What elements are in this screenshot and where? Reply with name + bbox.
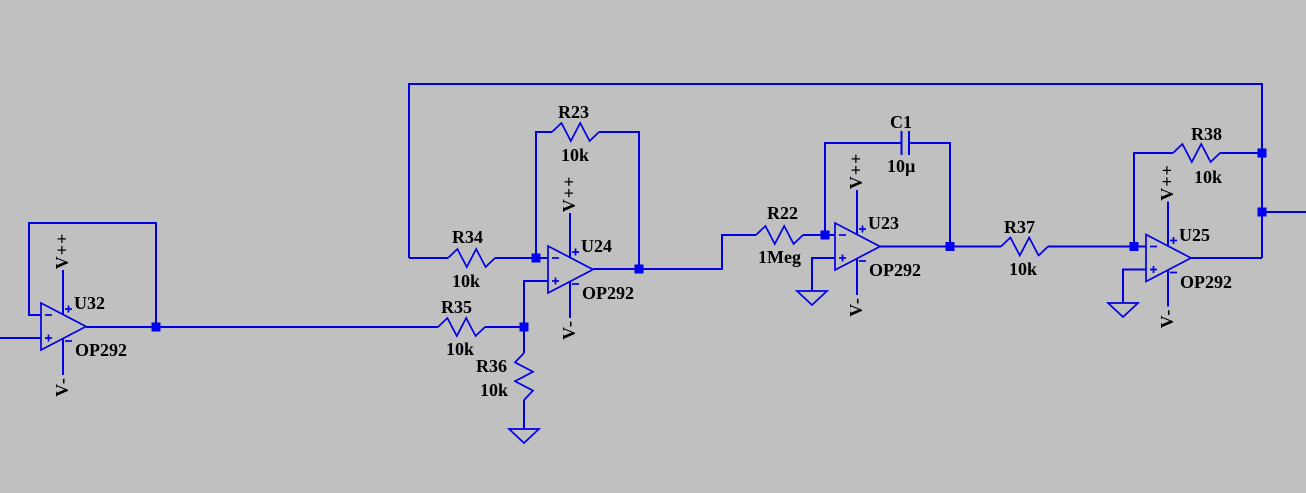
- junction-dot: [519, 322, 529, 332]
- vplus-rail-label: V++: [559, 176, 579, 213]
- resistor-value-label[interactable]: 10k: [446, 339, 474, 359]
- capacitor-value-label[interactable]: 10µ: [887, 156, 916, 176]
- wire-u25-noninv-to-ground[interactable]: [1122, 268, 1146, 304]
- junction-dot: [1129, 242, 1139, 251]
- resistor-value-label[interactable]: 10k: [1009, 259, 1037, 279]
- resistor-r36[interactable]: R36 10k: [476, 352, 535, 401]
- ground-symbol[interactable]: [1105, 302, 1141, 319]
- noninverting-input-mark: [839, 254, 846, 262]
- supply-plus-mark: [1170, 237, 1177, 244]
- opamp-triangle[interactable]: [547, 244, 595, 295]
- wire-u32-feedback[interactable]: [28, 222, 157, 327]
- wire-u24-out[interactable]: [593, 234, 756, 270]
- opamp-triangle[interactable]: [1145, 233, 1193, 283]
- vminus-rail-label: V-: [1157, 309, 1177, 329]
- wire-global-feedback[interactable]: [408, 83, 1263, 258]
- resistor-zigzag[interactable]: [755, 224, 804, 246]
- resistor-r23[interactable]: R23 10k: [551, 102, 600, 165]
- resistor-ref-label[interactable]: R23: [558, 102, 589, 122]
- opamp-ref-label[interactable]: U23: [868, 213, 899, 233]
- resistor-value-label[interactable]: 1Meg: [758, 247, 801, 267]
- vminus-rail-label: V-: [52, 377, 72, 397]
- resistor-zigzag[interactable]: [1000, 235, 1049, 258]
- resistor-zigzag[interactable]: [513, 352, 535, 401]
- opamp-u25[interactable]: V++ V- U25 OP292: [1145, 164, 1232, 329]
- noninverting-input-mark: [1150, 266, 1157, 273]
- opamp-part-label[interactable]: OP292: [1180, 272, 1232, 292]
- vplus-rail-label: V++: [846, 153, 866, 190]
- opamp-u24[interactable]: V++ V- U24 OP292: [547, 176, 634, 340]
- opamp-u23[interactable]: V++ V- U23 OP292: [834, 153, 921, 317]
- resistor-ref-label[interactable]: R38: [1191, 124, 1222, 144]
- junction-dot: [945, 242, 955, 251]
- junction-dot: [151, 322, 161, 332]
- vminus-rail-label: V-: [846, 297, 866, 317]
- resistor-zigzag[interactable]: [551, 121, 600, 143]
- resistor-ref-label[interactable]: R34: [452, 227, 483, 247]
- capacitor-c1[interactable]: C1 10µ: [887, 112, 916, 176]
- wire-u23-noninv-to-ground[interactable]: [811, 257, 835, 291]
- resistor-ref-label[interactable]: R35: [441, 297, 472, 317]
- resistor-value-label[interactable]: 10k: [561, 145, 589, 165]
- capacitor-ref-label[interactable]: C1: [890, 112, 912, 132]
- junction-dot: [1257, 207, 1267, 217]
- junction-dot: [1257, 148, 1267, 158]
- wire-c1-right[interactable]: [909, 142, 951, 246]
- noninverting-input-mark: [552, 277, 559, 285]
- junction-dot: [634, 264, 644, 274]
- wire-u24-inv-to-r23[interactable]: [535, 131, 552, 258]
- vplus-rail-label: V++: [1157, 164, 1177, 201]
- resistor-value-label[interactable]: 10k: [480, 380, 508, 400]
- opamp-u32[interactable]: V++ V- U32 OP292: [40, 233, 127, 397]
- junction-dot: [820, 230, 830, 240]
- wire-r23-to-u24-out[interactable]: [599, 131, 640, 269]
- resistor-r22[interactable]: R22 1Meg: [755, 203, 804, 267]
- opamp-part-label[interactable]: OP292: [75, 340, 127, 360]
- resistor-ref-label[interactable]: R37: [1004, 217, 1035, 237]
- vminus-rail-label: V-: [559, 320, 579, 340]
- opamp-triangle[interactable]: [40, 301, 88, 352]
- resistor-zigzag[interactable]: [437, 316, 486, 338]
- ground-symbol[interactable]: [794, 290, 830, 307]
- supply-plus-mark: [859, 225, 866, 233]
- opamp-ref-label[interactable]: U32: [74, 293, 105, 313]
- resistor-value-label[interactable]: 10k: [452, 271, 480, 291]
- capacitor-plates[interactable]: [900, 131, 910, 155]
- opamp-triangle[interactable]: [834, 221, 882, 272]
- supply-plus-mark: [65, 305, 72, 313]
- resistor-r37[interactable]: R37 10k: [1000, 217, 1049, 279]
- noninverting-input-mark: [45, 334, 52, 342]
- resistor-zigzag[interactable]: [447, 247, 496, 269]
- resistor-r38[interactable]: R38 10k: [1172, 124, 1222, 187]
- wire-u25-inv-to-r38[interactable]: [1133, 152, 1173, 247]
- resistor-r35[interactable]: R35 10k: [437, 297, 486, 359]
- opamp-ref-label[interactable]: U25: [1179, 225, 1210, 245]
- supply-plus-mark: [572, 248, 579, 256]
- vplus-rail-label: V++: [52, 233, 72, 270]
- opamp-part-label[interactable]: OP292: [869, 260, 921, 280]
- resistor-ref-label[interactable]: R36: [476, 356, 507, 376]
- junction-dot: [531, 253, 541, 263]
- opamp-ref-label[interactable]: U24: [581, 236, 612, 256]
- wire-junction-to-u24-noninv[interactable]: [523, 280, 548, 327]
- ground-symbol[interactable]: [506, 428, 542, 445]
- resistor-value-label[interactable]: 10k: [1194, 167, 1222, 187]
- resistor-zigzag[interactable]: [1172, 142, 1221, 164]
- resistor-r34[interactable]: R34 10k: [447, 227, 496, 291]
- wire-c1-left[interactable]: [824, 142, 902, 235]
- resistor-ref-label[interactable]: R22: [767, 203, 798, 223]
- opamp-part-label[interactable]: OP292: [582, 283, 634, 303]
